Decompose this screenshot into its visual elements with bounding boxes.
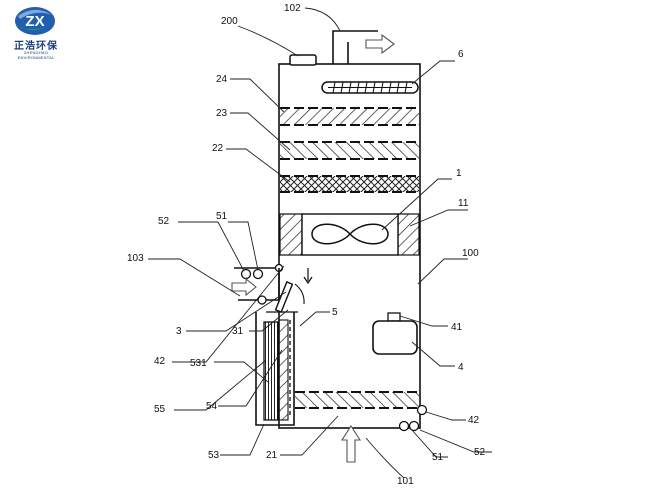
label-52-bottom: 52 <box>474 447 486 458</box>
label-42-right: 42 <box>468 415 480 426</box>
filter-layer-22 <box>280 175 419 193</box>
filter-cartridge-55 <box>263 321 279 421</box>
label-41: 41 <box>451 322 463 333</box>
label-101: 101 <box>397 476 414 487</box>
label-53: 53 <box>208 450 220 461</box>
component-6 <box>321 81 419 94</box>
label-531: 531 <box>190 358 207 369</box>
label-5: 5 <box>332 307 338 318</box>
label-52-top: 52 <box>158 216 170 227</box>
bottom-rollers <box>398 404 428 432</box>
label-31: 31 <box>232 326 244 337</box>
reference-labels: 200 102 6 24 23 22 1 11 52 51 103 100 3 … <box>127 3 486 487</box>
component-4 <box>372 312 418 355</box>
exhaust-duct <box>332 30 378 64</box>
filter-layer-23 <box>280 141 419 160</box>
logo-name-cn: 正浩环保 <box>14 41 58 52</box>
label-21: 21 <box>266 450 278 461</box>
label-103: 103 <box>127 253 144 264</box>
top-device <box>289 54 317 66</box>
left-chamber <box>255 311 298 426</box>
leader-lines <box>148 7 492 479</box>
label-3: 3 <box>176 326 182 337</box>
label-24: 24 <box>216 74 228 85</box>
label-102: 102 <box>284 3 301 14</box>
fan-icon <box>311 223 389 245</box>
label-51-bottom: 51 <box>432 452 444 463</box>
bottom-filter-21 <box>295 391 419 409</box>
label-23: 23 <box>216 108 228 119</box>
label-4: 4 <box>458 362 464 373</box>
logo-name-en: ZHENGHAO ENVIRONMENTAL <box>17 50 55 60</box>
label-54: 54 <box>206 401 218 412</box>
bottom-inlet-arrow-icon <box>340 424 362 463</box>
label-200: 200 <box>221 16 238 27</box>
label-22: 22 <box>212 143 224 154</box>
label-1: 1 <box>456 168 462 179</box>
label-11: 11 <box>458 198 469 209</box>
filter-cartridge-54 <box>278 319 289 421</box>
fan-section <box>279 213 420 256</box>
logo-emblem-icon: ZX <box>15 7 55 35</box>
inlet-assembly <box>231 263 313 313</box>
label-51-top: 51 <box>216 211 228 222</box>
inlet-arrow-icon <box>231 277 257 297</box>
filter-layer-24 <box>280 107 419 126</box>
label-55: 55 <box>154 404 166 415</box>
label-100: 100 <box>462 248 479 259</box>
logo: ZX 正浩环保 ZHENGHAO ENVIRONMENTAL <box>6 6 66 60</box>
logo-mark-text: ZX <box>25 13 44 30</box>
exhaust-arrow-icon <box>365 33 395 55</box>
label-6: 6 <box>458 49 464 60</box>
label-42-left: 42 <box>154 356 166 367</box>
